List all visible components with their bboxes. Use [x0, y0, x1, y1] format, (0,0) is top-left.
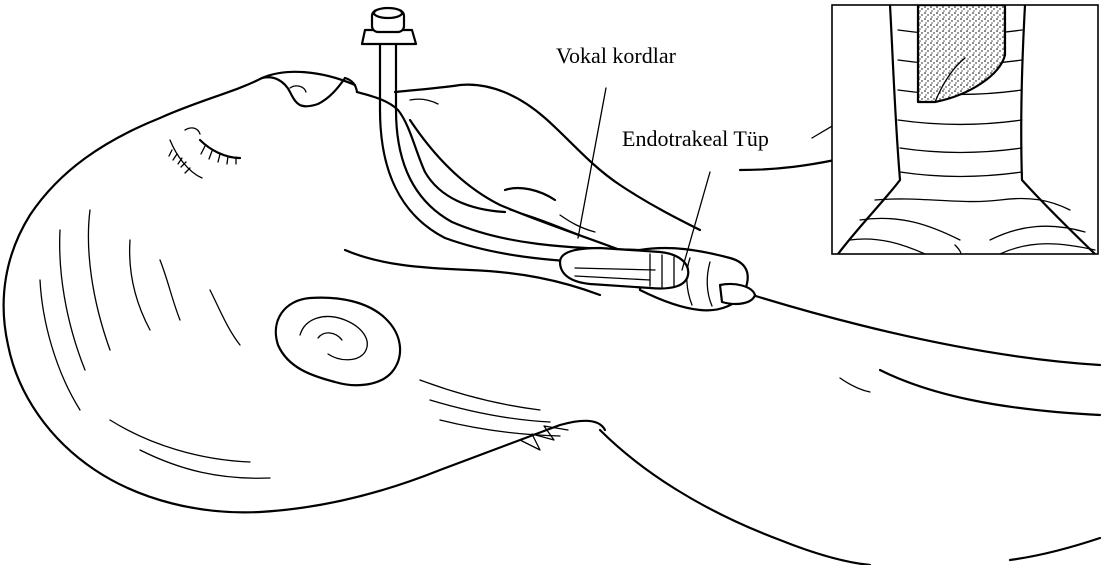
vocal-cords-label: Vokal kordlar — [556, 45, 676, 67]
closed-eye-icon — [169, 128, 240, 178]
vocal-cords-pointer — [578, 88, 606, 238]
airway-anatomy — [357, 85, 755, 311]
endotracheal-tube-label: Endotrakeal Tüp — [622, 128, 769, 150]
inset-closeup — [832, 5, 1098, 254]
ear-icon — [276, 298, 400, 386]
